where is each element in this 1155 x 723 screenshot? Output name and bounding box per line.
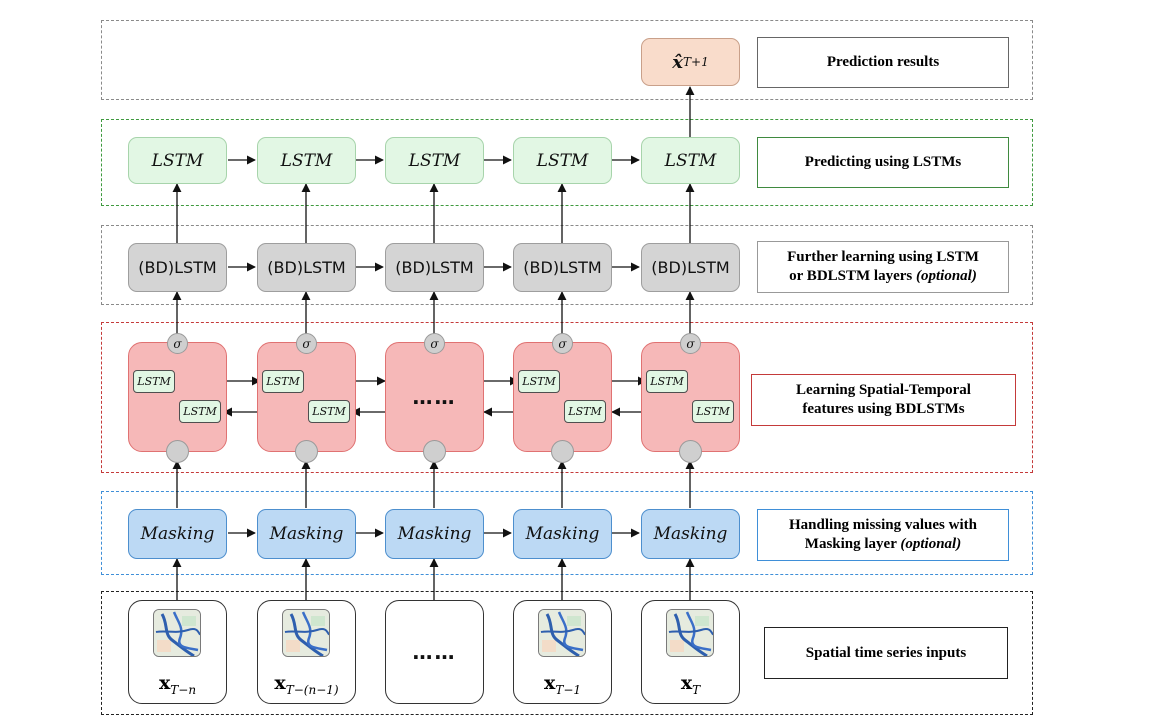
masking-cell-2: Masking — [257, 509, 356, 559]
sigma-node-4: σ — [552, 333, 573, 354]
masking-cell-1: Masking — [128, 509, 227, 559]
bdlstm-block-3: …… — [385, 342, 484, 452]
bdlstm-block-2 — [257, 342, 356, 452]
lstm-cell-4: LSTM — [513, 137, 612, 184]
bdlstm-cell-5: (BD)LSTM — [641, 243, 740, 292]
lstm-cell-5: LSTM — [641, 137, 740, 184]
sigma-node-5: σ — [680, 333, 701, 354]
sigma-node-2: σ — [296, 333, 317, 354]
backward-lstm-4: LSTM — [564, 400, 606, 423]
input-var-label-1: xT−n — [158, 672, 197, 697]
input-node-3 — [423, 440, 446, 463]
masking-label-line1: Handling missing values with — [789, 517, 977, 533]
bdlstm-block-1 — [128, 342, 227, 452]
masking-cell-3: Masking — [385, 509, 484, 559]
input-node-1 — [166, 440, 189, 463]
further-label-line1: Further learning using LSTM — [787, 249, 979, 265]
bdlstm-cell-4: (BD)LSTM — [513, 243, 612, 292]
backward-lstm-1: LSTM — [179, 400, 221, 423]
lstm-cell-1: LSTM — [128, 137, 227, 184]
prediction-output-sub: T+1 — [683, 55, 709, 69]
forward-lstm-5: LSTM — [646, 370, 688, 393]
layer-spatial-frame — [101, 322, 1033, 473]
predicting-label: Predicting using LSTMs — [757, 137, 1009, 188]
layer-inputs-frame — [101, 591, 1033, 715]
spatial-label-line1: Learning Spatial-Temporal — [796, 382, 971, 398]
input-node-2 — [295, 440, 318, 463]
bdlstm-block-ellipsis: …… — [412, 385, 457, 409]
input-var-label-5: xT — [680, 672, 701, 697]
input-box-3: …… — [385, 600, 484, 704]
forward-lstm-2: LSTM — [262, 370, 304, 393]
sigma-node-1: σ — [167, 333, 188, 354]
lstm-cell-3: LSTM — [385, 137, 484, 184]
input-var-label-2: xT−(n−1) — [274, 672, 339, 697]
further-label-line2: or BDLSTM layers (optional) — [789, 268, 977, 284]
map-thumbnail-2 — [282, 609, 330, 657]
further-label: Further learning using LSTM or BDLSTM la… — [757, 241, 1009, 293]
prediction-output-base: x̂ — [672, 51, 684, 73]
bdlstm-block-4 — [513, 342, 612, 452]
input-ellipsis: …… — [412, 640, 457, 664]
backward-lstm-5: LSTM — [692, 400, 734, 423]
masking-cell-5: Masking — [641, 509, 740, 559]
bdlstm-cell-1: (BD)LSTM — [128, 243, 227, 292]
input-var-label-4: xT−1 — [543, 672, 582, 697]
masking-label: Handling missing values with Masking lay… — [757, 509, 1009, 561]
layer-further-frame — [101, 225, 1033, 305]
lstm-cell-2: LSTM — [257, 137, 356, 184]
bdlstm-block-5 — [641, 342, 740, 452]
map-thumbnail-5 — [666, 609, 714, 657]
backward-lstm-2: LSTM — [308, 400, 350, 423]
map-thumbnail-4 — [538, 609, 586, 657]
map-thumbnail-1 — [153, 609, 201, 657]
spatial-label: Learning Spatial-Temporal features using… — [751, 374, 1016, 426]
forward-lstm-4: LSTM — [518, 370, 560, 393]
masking-cell-4: Masking — [513, 509, 612, 559]
input-node-5 — [679, 440, 702, 463]
layer-prediction-frame — [101, 20, 1033, 100]
prediction-label: Prediction results — [757, 37, 1009, 88]
sigma-node-3: σ — [424, 333, 445, 354]
spatial-label-line2: features using BDLSTMs — [802, 401, 965, 417]
bdlstm-cell-3: (BD)LSTM — [385, 243, 484, 292]
layer-predicting-frame — [101, 119, 1033, 206]
inputs-label: Spatial time series inputs — [764, 627, 1008, 679]
layer-masking-frame — [101, 491, 1033, 575]
forward-lstm-1: LSTM — [133, 370, 175, 393]
prediction-output-node: x̂T+1 — [641, 38, 740, 86]
input-node-4 — [551, 440, 574, 463]
bdlstm-cell-2: (BD)LSTM — [257, 243, 356, 292]
masking-label-line2: Masking layer (optional) — [804, 536, 962, 552]
